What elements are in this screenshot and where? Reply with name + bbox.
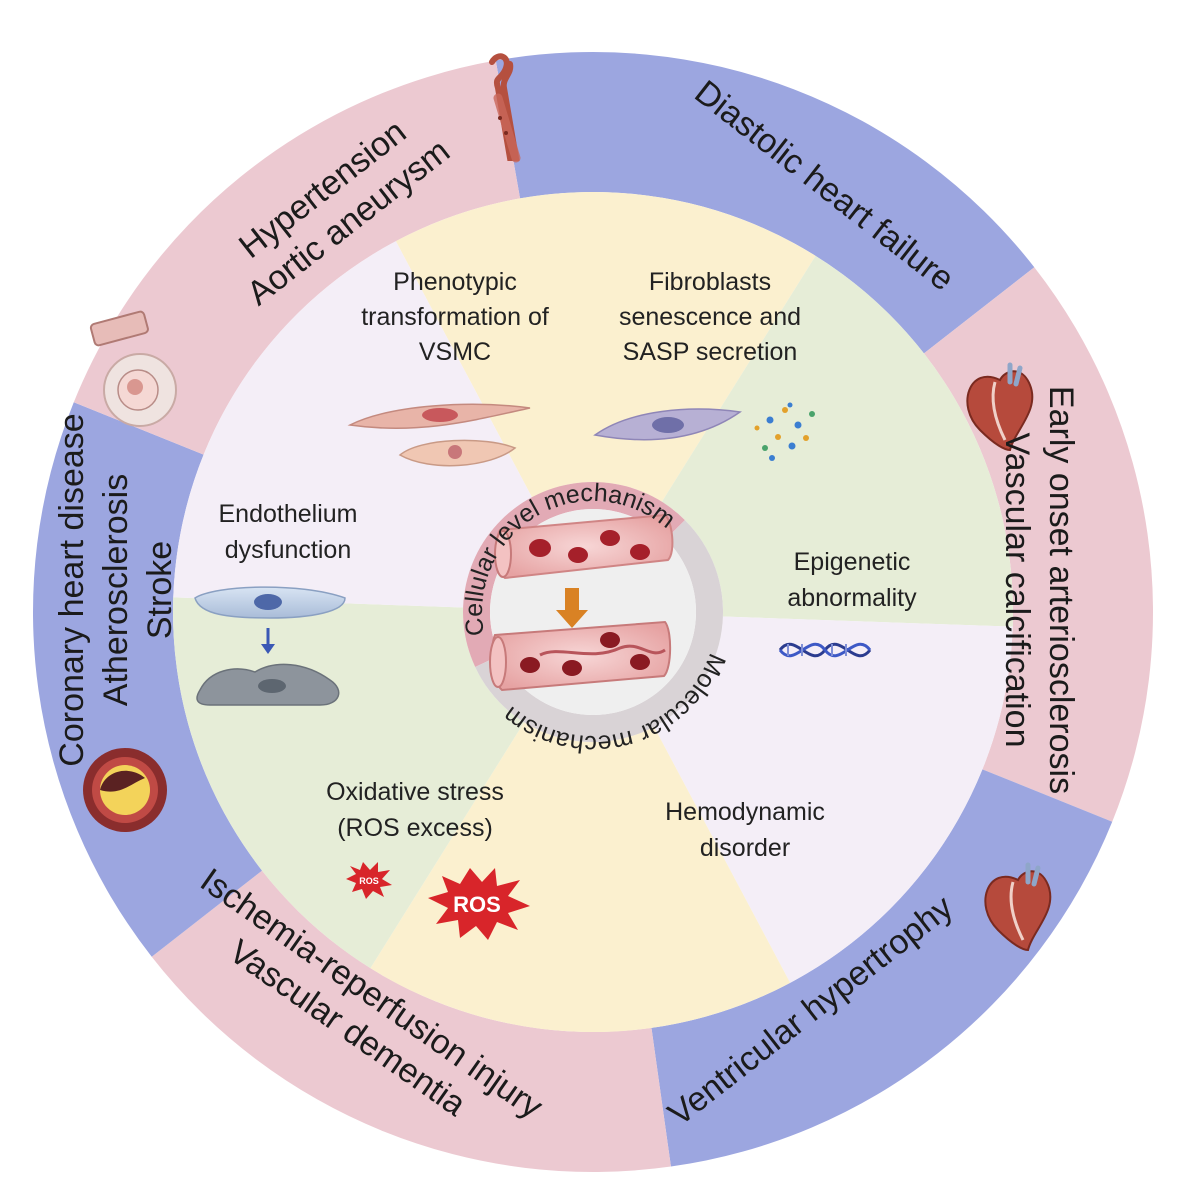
middle-label-line: transformation of [361, 303, 549, 331]
middle-label-epigenetic: Epigenetic abnormality [787, 548, 917, 612]
healthy-vessel-icon [494, 513, 674, 580]
middle-label-line: dysfunction [225, 536, 351, 564]
middle-label-line: Oxidative stress [326, 778, 504, 806]
middle-segment-epigenetic [654, 616, 1013, 983]
heart-icon-ventricular [984, 862, 1052, 952]
sasp-particles [754, 402, 815, 461]
ros-label-small: ROS [359, 876, 379, 886]
icons: ROS ROS [83, 53, 1052, 952]
ros-label-big: ROS [453, 892, 501, 917]
middle-segment-hemodynamic [370, 722, 791, 1032]
middle-label-line: Phenotypic [393, 268, 517, 296]
outer-label-line: Early onset arteriosclerosis [1042, 386, 1080, 794]
outer-ring [32, 52, 1153, 1172]
endothelial-cell-icon [194, 586, 346, 706]
middle-segment-fibroblasts [661, 255, 1013, 627]
outer-label-line: Atherosclerosis [97, 474, 135, 706]
outer-label-line: Stroke [141, 541, 179, 639]
middle-label-line: abnormality [787, 584, 917, 612]
middle-label-line: disorder [700, 834, 790, 862]
plaque-cross-section-icon [83, 748, 167, 832]
vsmc-cell-icon [347, 403, 531, 467]
middle-label-hemodynamic: Hemodynamic disorder [665, 798, 825, 862]
middle-label-line: Fibroblasts [649, 268, 771, 296]
outer-label-line: Vascular calcification [998, 433, 1036, 748]
middle-segment-vsmc [395, 191, 816, 502]
fibroblast-icon [593, 402, 815, 461]
outer-segment-ventricular [151, 870, 671, 1172]
damaged-vessel-icon [489, 620, 672, 692]
heart-icon [966, 362, 1034, 452]
outer-segment-ischemia [32, 402, 263, 957]
middle-label-oxidative: Oxidative stress (ROS excess) [326, 778, 504, 842]
outer-segment-arteriosclerosis [651, 769, 1113, 1167]
middle-label-line: (ROS excess) [337, 814, 493, 842]
middle-label-endothelium: Endothelium dysfunction [219, 500, 358, 564]
outer-segment-hypertension [495, 52, 1035, 354]
middle-label-vsmc: Phenotypic transformation of VSMC [361, 268, 549, 366]
ros-burst-icon: ROS ROS [346, 862, 530, 940]
middle-label-line: Epigenetic [794, 548, 911, 576]
down-arrow-icon [556, 588, 588, 628]
middle-label-line: Hemodynamic [665, 798, 825, 826]
aorta-icon [489, 53, 521, 163]
dna-icon [778, 642, 872, 658]
middle-label-line: senescence and [619, 303, 801, 331]
outer-label-line: Coronary heart disease [53, 413, 91, 766]
middle-label-line: Endothelium [219, 500, 358, 528]
middle-label-line: VSMC [419, 338, 491, 366]
ring-molecular [475, 520, 723, 742]
middle-label-line: SASP secretion [623, 338, 798, 366]
outer-segment-coronary [73, 60, 521, 455]
artery-plaque-icon [89, 310, 177, 427]
